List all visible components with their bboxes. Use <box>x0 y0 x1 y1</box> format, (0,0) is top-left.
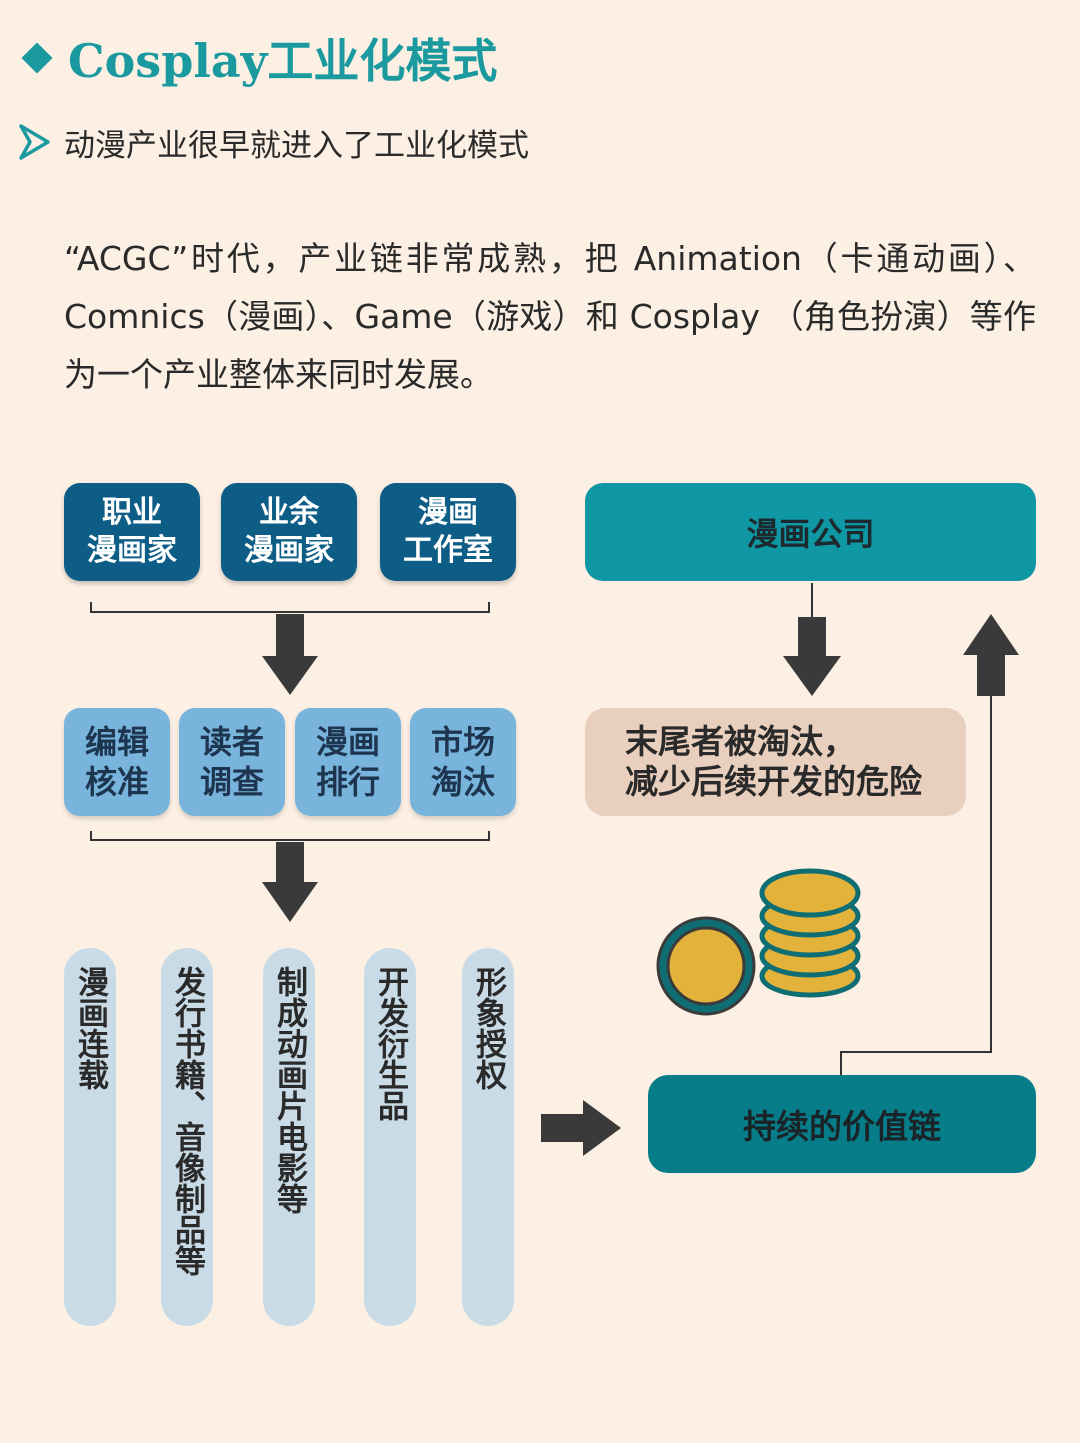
output-label: 制成动画片电影等 <box>271 966 307 1214</box>
creator-label: 职业 漫画家 <box>87 495 177 568</box>
arrow-right-icon <box>541 1100 621 1156</box>
creator-amateur: 业余 漫画家 <box>221 483 357 581</box>
arrow-up-icon <box>963 614 1019 696</box>
risk-label: 末尾者被淘汰， 减少后续开发的危险 <box>625 722 922 801</box>
selection-label: 市场 淘汰 <box>430 723 495 801</box>
chevron-right-icon <box>19 124 50 160</box>
creator-professional: 职业 漫画家 <box>64 483 200 581</box>
bracket-line <box>90 602 490 613</box>
selection-survey: 读者 调查 <box>179 708 285 816</box>
creator-label: 业余 漫画家 <box>244 495 334 568</box>
arrow-down-icon <box>262 614 318 695</box>
page-title: Cosplay工业化模式 <box>68 34 498 88</box>
output-label: 漫画连载 <box>72 966 108 1090</box>
bracket-line <box>90 831 490 841</box>
company-box: 漫画公司 <box>585 483 1036 581</box>
intro-paragraph: “ACGC”时代，产业链非常成熟，把 Animation（卡通动画）、Comni… <box>64 239 1036 394</box>
selection-ranking: 漫画 排行 <box>295 708 401 816</box>
selection-label: 读者 调查 <box>199 723 264 801</box>
selection-editor: 编辑 核准 <box>64 708 170 816</box>
title-row: Cosplay工业化模式 <box>20 28 497 88</box>
arrow-down-icon <box>262 842 318 922</box>
creator-studio: 漫画 工作室 <box>380 483 516 581</box>
output-label: 形象授权 <box>470 966 506 1090</box>
output-label: 开发衍生品 <box>372 966 408 1121</box>
output-serialization: 漫画连载 <box>64 948 116 1326</box>
selection-market: 市场 淘汰 <box>410 708 516 816</box>
output-animation: 制成动画片电影等 <box>263 948 315 1326</box>
subtitle-row: 动漫产业很早就进入了工业化模式 <box>18 118 529 166</box>
output-publishing: 发行书籍、音像制品等 <box>161 948 213 1326</box>
selection-label: 编辑 核准 <box>84 723 149 801</box>
value-chain-label: 持续的价值链 <box>743 1107 941 1146</box>
connector-line <box>840 696 992 1075</box>
selection-label: 漫画 排行 <box>315 723 380 801</box>
company-label: 漫画公司 <box>746 515 875 553</box>
output-licensing: 形象授权 <box>462 948 514 1326</box>
coin-stack-icon <box>656 868 861 1016</box>
output-label: 发行书籍、音像制品等 <box>169 966 205 1276</box>
output-merchandise: 开发衍生品 <box>364 948 416 1326</box>
value-chain-box: 持续的价值链 <box>648 1075 1036 1173</box>
arrow-down-icon <box>783 617 841 696</box>
subtitle: 动漫产业很早就进入了工业化模式 <box>64 127 529 164</box>
risk-box: 末尾者被淘汰， 减少后续开发的危险 <box>585 708 966 816</box>
creator-label: 漫画 工作室 <box>403 495 493 568</box>
